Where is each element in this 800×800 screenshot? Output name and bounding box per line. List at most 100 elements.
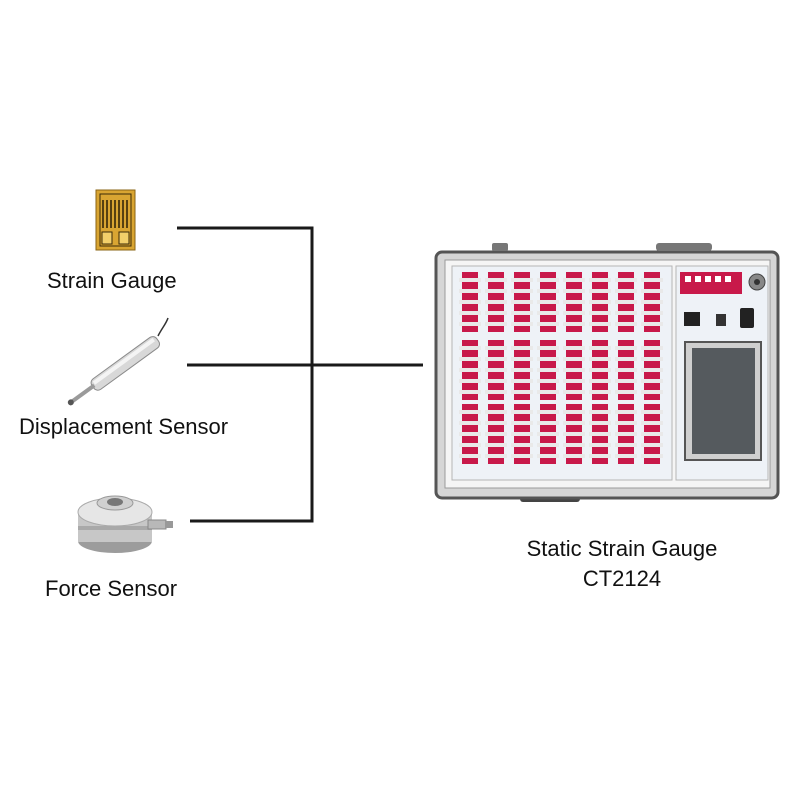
terminal-pin	[641, 379, 663, 383]
device-label: Static Strain Gauge CT2124	[502, 534, 742, 594]
terminal-pin	[615, 443, 637, 447]
terminal-pin	[459, 300, 481, 304]
terminal-pin	[511, 278, 533, 282]
terminal-pin	[459, 454, 481, 458]
connection-lines	[177, 226, 423, 523]
terminal-pin	[589, 432, 611, 436]
terminal-pin	[511, 300, 533, 304]
displacement-sensor-label: Displacement Sensor	[19, 414, 229, 439]
terminal-pin	[641, 300, 663, 304]
terminal-pin	[459, 368, 481, 372]
terminal-pin	[485, 410, 507, 414]
terminal-pin	[485, 357, 507, 361]
terminal-pin	[589, 311, 611, 315]
terminal-pin	[537, 454, 559, 458]
terminal-pin	[537, 278, 559, 282]
displacement-sensor-icon	[67, 317, 169, 406]
terminal-pin	[511, 289, 533, 293]
terminal-pin	[615, 379, 637, 383]
terminal-pin	[511, 410, 533, 414]
terminal-pin	[563, 322, 585, 326]
terminal-pin	[537, 410, 559, 414]
terminal-pin	[563, 346, 585, 350]
terminal-pin	[589, 368, 611, 372]
terminal-pin	[615, 421, 637, 425]
terminal-pin	[511, 421, 533, 425]
terminal-pin	[563, 278, 585, 282]
terminal-pin	[485, 346, 507, 350]
terminal-pin	[485, 432, 507, 436]
device-model: CT2124	[582, 566, 662, 591]
terminal-pin	[511, 322, 533, 326]
terminal-pin	[563, 432, 585, 436]
terminal-pin	[615, 410, 637, 414]
strain-gauge-wire	[177, 226, 314, 523]
terminal-pin	[459, 357, 481, 361]
terminal-pin	[485, 421, 507, 425]
terminal-pin	[537, 311, 559, 315]
terminal-pin	[459, 421, 481, 425]
terminal-pin	[563, 454, 585, 458]
terminal-pin	[537, 322, 559, 326]
terminal-pin	[511, 443, 533, 447]
device-name: Static Strain Gauge	[526, 536, 718, 561]
strain-gauge-device-icon	[434, 243, 780, 502]
terminal-pin	[563, 421, 585, 425]
strain-gauge-label: Strain Gauge	[47, 268, 177, 293]
terminal-pin	[563, 443, 585, 447]
terminal-pin	[641, 421, 663, 425]
terminal-pin	[459, 278, 481, 282]
terminal-pin	[537, 379, 559, 383]
terminal-pin	[589, 443, 611, 447]
terminal-pin	[563, 311, 585, 315]
terminal-pin	[485, 300, 507, 304]
terminal-pin	[641, 432, 663, 436]
terminal-blocks	[459, 272, 663, 464]
terminal-pin	[563, 379, 585, 383]
terminal-pin	[615, 357, 637, 361]
terminal-pin	[589, 379, 611, 383]
terminal-pin	[537, 443, 559, 447]
terminal-pin	[563, 368, 585, 372]
terminal-pin	[485, 368, 507, 372]
terminal-pin	[459, 346, 481, 350]
terminal-pin	[641, 390, 663, 394]
terminal-pin	[563, 390, 585, 394]
terminal-pin	[641, 454, 663, 458]
force-sensor-label: Force Sensor	[45, 576, 178, 601]
terminal-pin	[485, 454, 507, 458]
terminal-pin	[641, 357, 663, 361]
terminal-pin	[485, 289, 507, 293]
terminal-pin	[537, 346, 559, 350]
terminal-pin	[459, 289, 481, 293]
terminal-pin	[589, 454, 611, 458]
terminal-pin	[537, 357, 559, 361]
terminal-pin	[615, 278, 637, 282]
terminal-pin	[589, 390, 611, 394]
terminal-pin	[537, 421, 559, 425]
terminal-pin	[641, 368, 663, 372]
terminal-pin	[641, 346, 663, 350]
terminal-pin	[615, 311, 637, 315]
terminal-pin	[563, 357, 585, 361]
terminal-pin	[563, 300, 585, 304]
terminal-pin	[485, 379, 507, 383]
terminal-pin	[641, 322, 663, 326]
terminal-pin	[511, 368, 533, 372]
terminal-pin	[485, 322, 507, 326]
terminal-pin	[563, 289, 585, 293]
terminal-pin	[641, 289, 663, 293]
terminal-pin	[563, 410, 585, 414]
terminal-pin	[511, 346, 533, 350]
terminal-pin	[641, 443, 663, 447]
terminal-pin	[511, 357, 533, 361]
terminal-pin	[459, 311, 481, 315]
force-sensor-icon	[77, 495, 173, 553]
terminal-pin	[511, 454, 533, 458]
terminal-pin	[641, 311, 663, 315]
terminal-pin	[641, 278, 663, 282]
terminal-pin	[459, 443, 481, 447]
terminal-pin	[459, 322, 481, 326]
strain-gauge-icon	[95, 189, 136, 251]
terminal-pin	[459, 410, 481, 414]
